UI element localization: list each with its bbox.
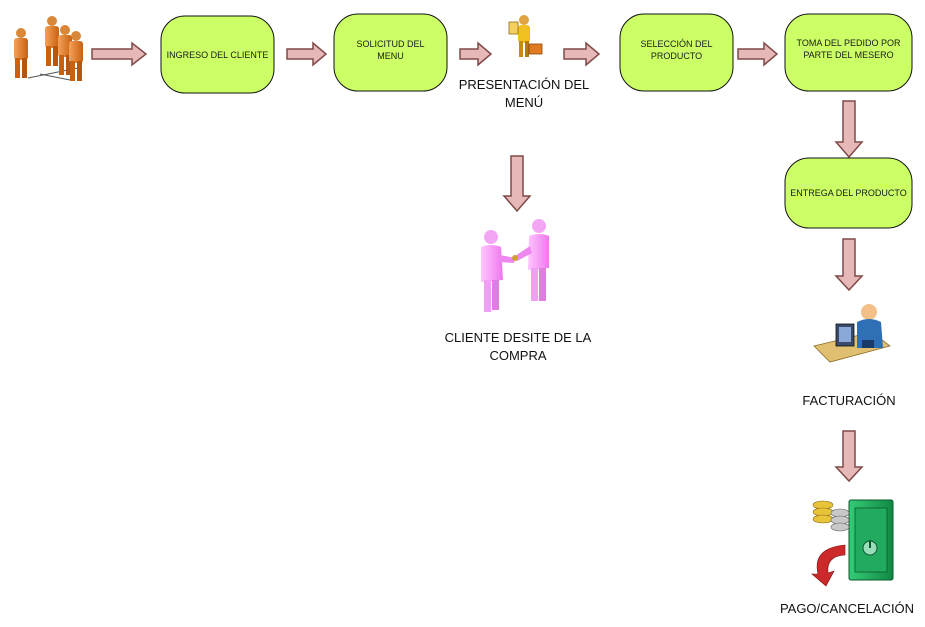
arrow-down-entrega-facturacion	[834, 238, 864, 292]
node-toma-label-1: TOMA DEL PEDIDO POR	[796, 38, 901, 48]
cashier-computer-icon	[813, 304, 891, 363]
node-seleccion-label-2: PRODUCTO	[651, 51, 702, 61]
node-entrega-del-producto: ENTREGA DEL PRODUCTO	[784, 157, 913, 229]
arrow-right-4	[563, 41, 601, 67]
arrow-right-5	[737, 41, 779, 67]
node-toma-del-pedido: TOMA DEL PEDIDO POR PARTE DEL MESERO	[784, 13, 913, 92]
arrow-right-3	[459, 41, 493, 67]
waiter-with-menu-icon	[508, 15, 543, 57]
caption-pago-cancelacion: PAGO/CANCELACIÓN	[779, 601, 915, 616]
node-ingreso-del-cliente: INGRESO DEL CLIENTE	[160, 15, 275, 94]
node-seleccion-label-1: SELECCIÓN DEL	[640, 39, 712, 49]
node-solicitud-del-menu: SOLICITUD DEL MENU	[333, 13, 448, 92]
arrow-right-2	[286, 41, 328, 67]
arrow-down-toma-entrega	[834, 100, 864, 159]
node-toma-label-2: PARTE DEL MESERO	[803, 50, 893, 60]
node-solicitud-label-2: MENU	[377, 51, 404, 61]
handshake-icon	[481, 219, 549, 312]
caption-presentacion-del-menu: PRESENTACIÓN DEL MENÚ	[458, 77, 590, 110]
customers-group-icon	[14, 16, 83, 81]
node-ingreso-label: INGRESO DEL CLIENTE	[167, 50, 269, 60]
arrow-down-desiste	[502, 155, 532, 213]
arrow-right-1	[91, 41, 148, 67]
node-seleccion-del-producto: SELECCIÓN DEL PRODUCTO	[619, 13, 734, 92]
node-solicitud-label-1: SOLICITUD DEL	[356, 39, 424, 49]
caption-facturacion: FACTURACIÓN	[802, 393, 896, 408]
caption-cliente-desiste: CLIENTE DESITE DE LA COMPRA	[444, 330, 592, 363]
node-entrega-label: ENTREGA DEL PRODUCTO	[790, 188, 907, 198]
arrow-down-facturacion-pago	[834, 430, 864, 483]
safe-with-coins-icon	[811, 499, 894, 587]
